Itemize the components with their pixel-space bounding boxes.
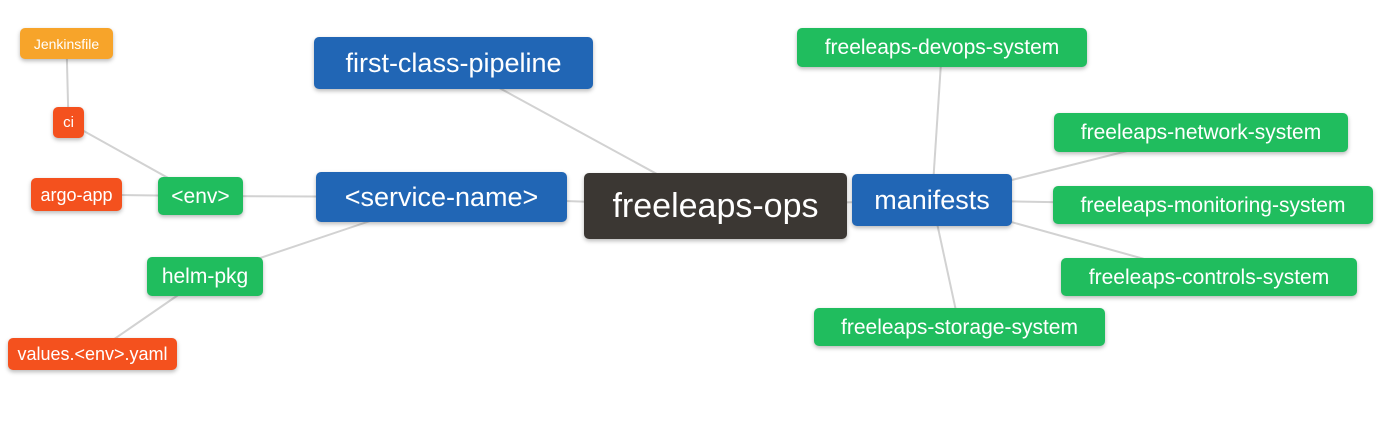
node-argo-app[interactable]: argo-app	[31, 178, 122, 211]
node-controls-system[interactable]: freeleaps-controls-system	[1061, 258, 1357, 296]
node-freeleaps-ops[interactable]: freeleaps-ops	[584, 173, 847, 239]
node-service-name[interactable]: <service-name>	[316, 172, 567, 222]
node-storage-system[interactable]: freeleaps-storage-system	[814, 308, 1105, 346]
node-values-env-yaml[interactable]: values.<env>.yaml	[8, 338, 177, 370]
node-manifests[interactable]: manifests	[852, 174, 1012, 226]
node-env[interactable]: <env>	[158, 177, 243, 215]
node-jenkinsfile[interactable]: Jenkinsfile	[20, 28, 113, 59]
node-network-system[interactable]: freeleaps-network-system	[1054, 113, 1348, 152]
node-devops-system[interactable]: freeleaps-devops-system	[797, 28, 1087, 67]
node-monitoring-system[interactable]: freeleaps-monitoring-system	[1053, 186, 1373, 224]
node-ci[interactable]: ci	[53, 107, 84, 138]
node-helm-pkg[interactable]: helm-pkg	[147, 257, 263, 296]
node-first-class-pipeline[interactable]: first-class-pipeline	[314, 37, 593, 89]
